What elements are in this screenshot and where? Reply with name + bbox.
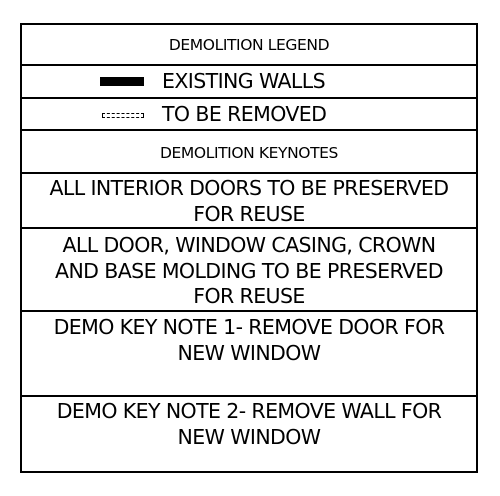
legend-row-existing-walls: EXISTING WALLS (22, 66, 476, 99)
keynote-line: NEW WINDOW (177, 340, 322, 365)
legend-title: DEMOLITION LEGEND (168, 36, 330, 54)
keynotes-title: DEMOLITION KEYNOTES (160, 144, 338, 162)
keynote-line: DEMO KEY NOTE 2- REMOVE WALL FOR (56, 399, 442, 423)
keynote-line: NEW WINDOW (177, 424, 322, 449)
keynote-row: DEMO KEY NOTE 2- REMOVE WALL FOR NEW WIN… (22, 397, 476, 471)
legend-label-to-be-removed: TO BE REMOVED (162, 102, 327, 126)
existing-wall-swatch-icon (100, 77, 144, 86)
keynotes-title-row: DEMOLITION KEYNOTES (22, 131, 476, 174)
keynote-line: ALL INTERIOR DOORS TO BE PRESERVED (49, 176, 450, 200)
keynote-line: FOR REUSE (193, 284, 305, 308)
removed-wall-swatch-icon (102, 113, 144, 118)
keynote-line: AND BASE MOLDING TO BE PRESERVED (55, 258, 444, 283)
demolition-table: DEMOLITION LEGEND EXISTING WALLS TO BE R… (20, 23, 478, 473)
keynote-line: ALL DOOR, WINDOW CASING, CROWN (62, 233, 436, 257)
legend-row-to-be-removed: TO BE REMOVED (22, 99, 476, 131)
legend-title-row: DEMOLITION LEGEND (22, 25, 476, 66)
keynote-line: DEMO KEY NOTE 1- REMOVE DOOR FOR (53, 315, 445, 339)
keynote-row: ALL DOOR, WINDOW CASING, CROWN AND BASE … (22, 229, 476, 312)
keynote-row: ALL INTERIOR DOORS TO BE PRESERVED FOR R… (22, 174, 476, 229)
keynote-line: FOR REUSE (193, 201, 305, 226)
legend-label-existing-walls: EXISTING WALLS (162, 69, 326, 93)
keynote-row: DEMO KEY NOTE 1- REMOVE DOOR FOR NEW WIN… (22, 312, 476, 397)
